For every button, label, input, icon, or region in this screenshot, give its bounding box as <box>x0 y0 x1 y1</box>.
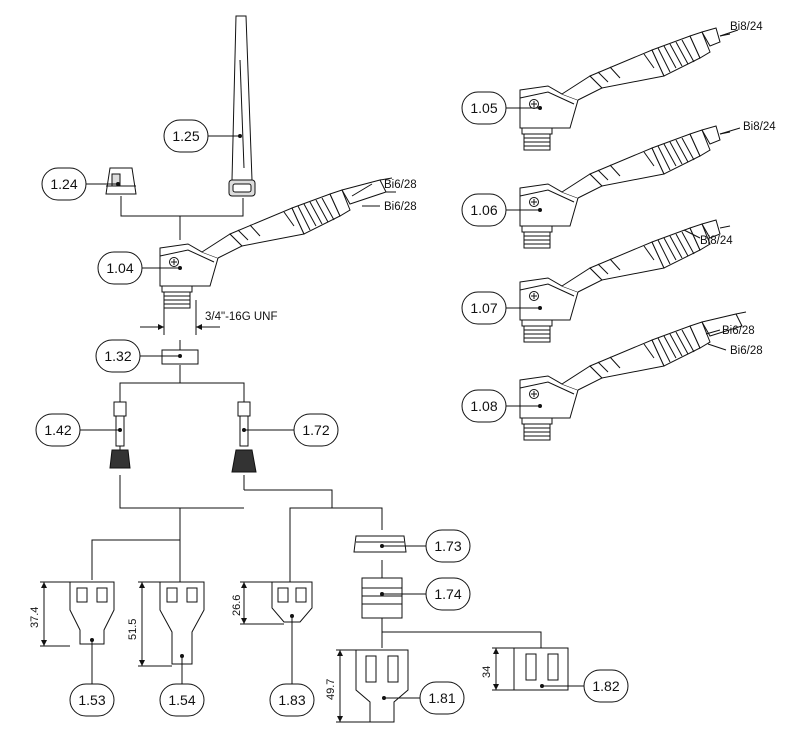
callout-1-74-label: 1.74 <box>434 586 461 602</box>
callout-1-42: 1.42 <box>35 413 122 447</box>
dimension-153: 37.4 <box>29 581 70 647</box>
callout-1-07-label: 1.07 <box>470 300 497 316</box>
callout-1-81: 1.81 <box>382 681 465 715</box>
thread-spec-label: 3/4"-16G UNF <box>205 311 277 323</box>
gas-lens-173 <box>353 535 407 553</box>
torch-body-main <box>159 177 396 309</box>
callout-1-25-label: 1.25 <box>172 128 199 144</box>
callout-1-53: 1.53 <box>69 638 115 717</box>
nozzle-182 <box>513 647 569 691</box>
callout-1-32: 1.32 <box>95 339 182 373</box>
cable-label-106: Bi8/24 <box>743 121 776 133</box>
callout-1-32-label: 1.32 <box>104 348 131 364</box>
cable-labels: Bi6/28 Bi6/28 Bi8/24 Bi8/24 Bi8/24 Bi6/2… <box>351 21 776 357</box>
dimension-181-label: 49.7 <box>325 679 337 700</box>
callout-1-82-label: 1.82 <box>592 678 619 694</box>
collet-body-left <box>109 401 131 469</box>
callout-1-72-label: 1.72 <box>302 422 329 438</box>
callout-1-06: 1.06 <box>461 193 542 227</box>
cable-label-108-a: Bi6/28 <box>722 325 755 337</box>
cable-label-107: Bi8/24 <box>700 235 733 247</box>
short-back-cap <box>105 167 137 195</box>
callout-1-72: 1.72 <box>242 413 339 447</box>
callout-1-81-label: 1.81 <box>428 690 455 706</box>
callout-1-06-label: 1.06 <box>470 202 497 218</box>
callout-1-05-label: 1.05 <box>470 100 497 116</box>
callout-1-07: 1.07 <box>461 291 542 325</box>
dimension-182: 34 <box>481 647 514 691</box>
callout-1-08: 1.08 <box>461 389 542 423</box>
callout-1-05: 1.05 <box>461 91 542 125</box>
connector-lines <box>91 196 542 648</box>
callout-1-24-label: 1.24 <box>50 176 77 192</box>
dimension-154-label: 51.5 <box>127 619 139 640</box>
callout-1-82: 1.82 <box>540 669 629 703</box>
torch-body-108 <box>519 311 747 441</box>
collet-body-right <box>231 401 257 473</box>
dimension-182-label: 34 <box>481 666 493 678</box>
callout-1-53-label: 1.53 <box>78 692 105 708</box>
nozzle-181 <box>355 649 409 723</box>
thread-dimension: 3/4"-16G UNF <box>140 300 277 335</box>
callout-1-73: 1.73 <box>380 529 471 563</box>
dimension-181: 49.7 <box>325 649 370 723</box>
gas-lens-174 <box>361 577 403 619</box>
nozzle-183 <box>271 581 313 623</box>
callout-1-04-label: 1.04 <box>106 260 133 276</box>
cable-label-104-b: Bi6/28 <box>384 201 417 213</box>
callout-1-73-label: 1.73 <box>434 538 461 554</box>
callout-1-54: 1.54 <box>159 654 205 717</box>
callout-1-08-label: 1.08 <box>470 398 497 414</box>
dimension-154: 51.5 <box>127 581 172 667</box>
callout-1-04: 1.04 <box>97 251 182 285</box>
callout-1-42-label: 1.42 <box>44 422 71 438</box>
dimension-183: 26.6 <box>231 581 284 625</box>
torch-body-107 <box>519 219 731 343</box>
dimension-153-label: 37.4 <box>29 607 41 628</box>
callout-1-25: 1.25 <box>163 119 242 153</box>
callout-1-83-label: 1.83 <box>278 692 305 708</box>
callout-1-83: 1.83 <box>269 614 315 717</box>
cable-label-108-b: Bi6/28 <box>730 345 763 357</box>
dimension-183-label: 26.6 <box>231 595 243 616</box>
callout-1-74: 1.74 <box>380 577 471 611</box>
cable-label-104-a: Bi6/28 <box>384 179 417 191</box>
cable-label-105: Bi8/24 <box>730 21 763 33</box>
callout-1-54-label: 1.54 <box>168 692 195 708</box>
callout-1-24: 1.24 <box>41 167 120 201</box>
nozzle-153 <box>69 581 115 645</box>
long-back-cap <box>228 15 256 197</box>
nozzle-154 <box>159 581 205 665</box>
